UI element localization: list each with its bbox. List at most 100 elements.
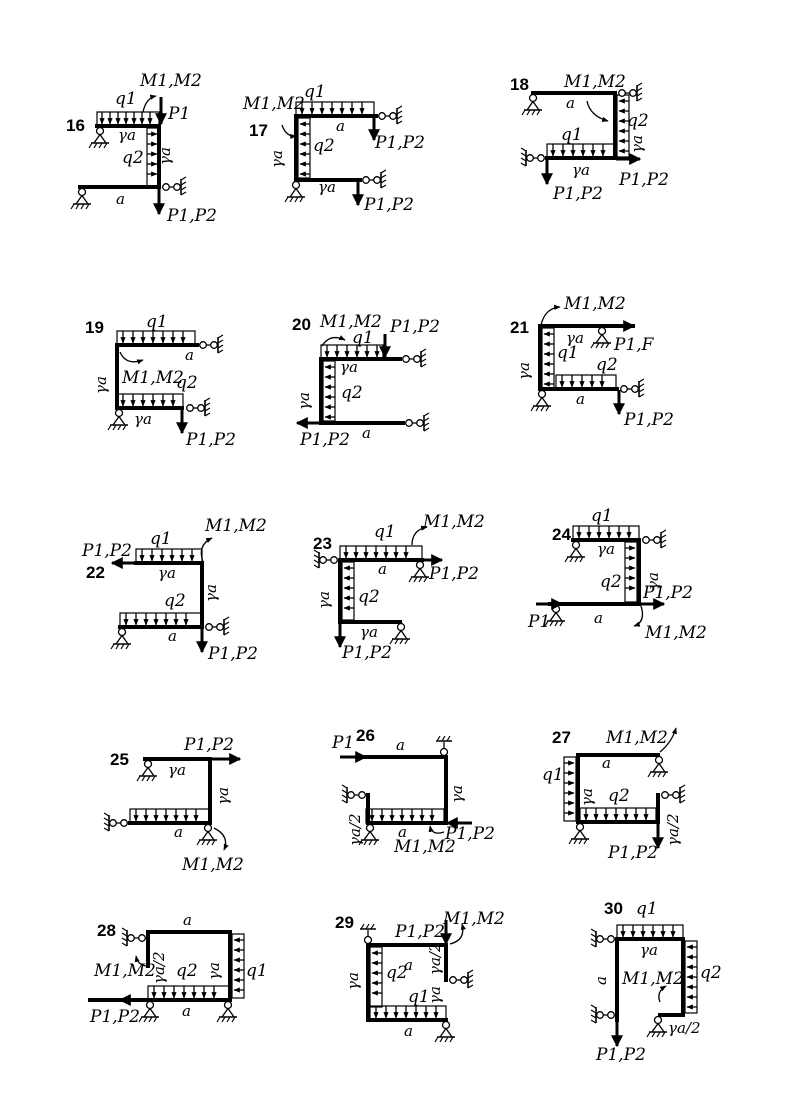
q1-label: q1 xyxy=(561,125,583,145)
moment-arrow xyxy=(411,525,428,546)
frame-diagram-28: 28 a M1,M2 γa/2 q2 γa q1 P1,P2 a xyxy=(88,911,268,1027)
moment-arrow xyxy=(633,605,644,627)
height-label: γa xyxy=(344,972,362,990)
height-label: γa/2 xyxy=(426,942,444,975)
frame-diagram-27: 27 M1,M2 a q1 γa q2 γa/2 P1,P2 xyxy=(542,727,686,863)
span-label: γa xyxy=(318,178,336,196)
q2-label: q2 xyxy=(164,591,186,611)
span-label: a xyxy=(116,190,125,208)
span-label: γa xyxy=(118,126,136,144)
height-label: γa xyxy=(92,376,110,394)
span-label: γa xyxy=(566,329,584,347)
q2-label: q2 xyxy=(176,961,198,981)
moment-label: M1,M2 xyxy=(422,512,485,532)
distributed-load-q2 xyxy=(146,127,160,187)
load-label: P1 xyxy=(167,104,190,124)
height-label: γa xyxy=(578,788,596,806)
span-label: γa xyxy=(168,761,186,779)
height-label: γa/2 xyxy=(150,951,168,984)
load-label: P1 xyxy=(527,612,550,632)
load-label: P1,P2 xyxy=(207,644,258,664)
diagram-number: 18 xyxy=(510,75,529,94)
q1-label: q1 xyxy=(150,529,172,549)
span-label: γa xyxy=(572,161,590,179)
q2-label: q2 xyxy=(176,373,198,393)
moment-label: M1,M2 xyxy=(442,909,505,929)
span-label: γa xyxy=(134,410,152,428)
frame-diagram-21: 21 M1,M2 γa P1,F q1 q2 γa a P1,P2 xyxy=(510,294,674,430)
span-label: γa xyxy=(597,540,615,558)
height-label: γa xyxy=(644,572,662,590)
frame-diagram-25: 25 P1,P2 γa γa a M1,M2 xyxy=(103,735,244,875)
q1-label: q1 xyxy=(246,961,268,981)
frame-diagram-30: 30 q1 γa a q2 M1,M2 γa/2 P1,P2 xyxy=(590,899,722,1065)
moment-label: M1,M2 xyxy=(563,72,626,92)
q1-label: q1 xyxy=(591,506,613,526)
q1-label: q1 xyxy=(304,82,326,102)
diagram-number: 26 xyxy=(356,726,375,745)
moment-label: M1,M2 xyxy=(621,969,684,989)
q2-label: q2 xyxy=(627,111,649,131)
height-label: γa/2 xyxy=(668,1019,701,1037)
q1-label: q1 xyxy=(542,765,564,785)
load-label: P1,P2 xyxy=(607,843,658,863)
load-label: P1,P2 xyxy=(89,1007,140,1027)
span-label: a xyxy=(362,424,371,442)
q2-label: q2 xyxy=(386,963,408,983)
moment-label: M1,M2 xyxy=(605,728,668,748)
height-label: a xyxy=(592,976,610,985)
load-label: P1,P2 xyxy=(183,735,234,755)
frame-members xyxy=(338,558,424,624)
moment-arrow xyxy=(134,955,149,967)
moment-label: M1,M2 xyxy=(121,368,184,388)
q1-label: q1 xyxy=(408,987,430,1007)
span-label: a xyxy=(168,627,177,645)
height-label: γa xyxy=(268,150,286,168)
load-arrows xyxy=(99,112,153,125)
diagram-number: 28 xyxy=(97,921,116,940)
frame-members xyxy=(294,114,378,182)
moment-arrow xyxy=(428,825,445,834)
frame-diagram-20: 20 M1,M2 P1,P2 q1 γa q2 γa P1,P2 a xyxy=(292,312,440,450)
diagram-number: 24 xyxy=(552,525,571,544)
span-label: a xyxy=(602,754,611,772)
moment-arrow xyxy=(142,94,157,113)
moment-arrow xyxy=(281,124,297,140)
load-label: P1,P2 xyxy=(166,206,217,226)
q1-label: q1 xyxy=(557,343,579,363)
load-label: P1,P2 xyxy=(428,564,479,584)
diagram-number: 25 xyxy=(110,750,129,769)
frame-members xyxy=(364,755,448,825)
moment-label: M1,M2 xyxy=(181,855,244,875)
moment-arrow xyxy=(540,304,561,326)
moment-label: M1,M2 xyxy=(319,312,382,332)
diagram-number: 22 xyxy=(86,563,105,582)
span-label: γa xyxy=(158,564,176,582)
diagram-number: 29 xyxy=(335,913,354,932)
q2-label: q2 xyxy=(313,136,335,156)
moment-label: M1,M2 xyxy=(204,516,267,536)
q2-label: q2 xyxy=(341,383,363,403)
frame-diagram-24: 24 q1 γa γa q2 P1,P2 P1 a M1,M2 xyxy=(527,506,707,643)
q2-label: q2 xyxy=(700,963,722,983)
frame-members xyxy=(615,937,685,1022)
moment-arrow xyxy=(200,537,213,563)
load-label: P1,P2 xyxy=(623,410,674,430)
span-label: a xyxy=(378,560,387,578)
load-label: P1,P2 xyxy=(299,430,350,450)
frame-diagram-23: 23 q1 M1,M2 a P1,P2 q2 γa γa P1,P2 xyxy=(313,512,485,663)
height-label: γa xyxy=(315,591,333,609)
q1-label: q1 xyxy=(352,328,374,348)
span-label: a xyxy=(404,956,413,974)
moment-label: M1,M2 xyxy=(563,294,626,314)
span-label: a xyxy=(576,390,585,408)
q1-label: q1 xyxy=(115,89,137,109)
q1-label: q1 xyxy=(374,522,396,542)
frame-members xyxy=(576,753,660,824)
diagram-number: 30 xyxy=(604,899,623,918)
frame-diagram-17: 17 q1 M1,M2 a q2 γa γa P1,P2 P1,P2 xyxy=(242,82,425,215)
diagram-number: 27 xyxy=(552,728,571,747)
q2-label: q2 xyxy=(600,572,622,592)
height-label: γa xyxy=(426,986,444,1004)
span-label: a xyxy=(174,823,183,841)
